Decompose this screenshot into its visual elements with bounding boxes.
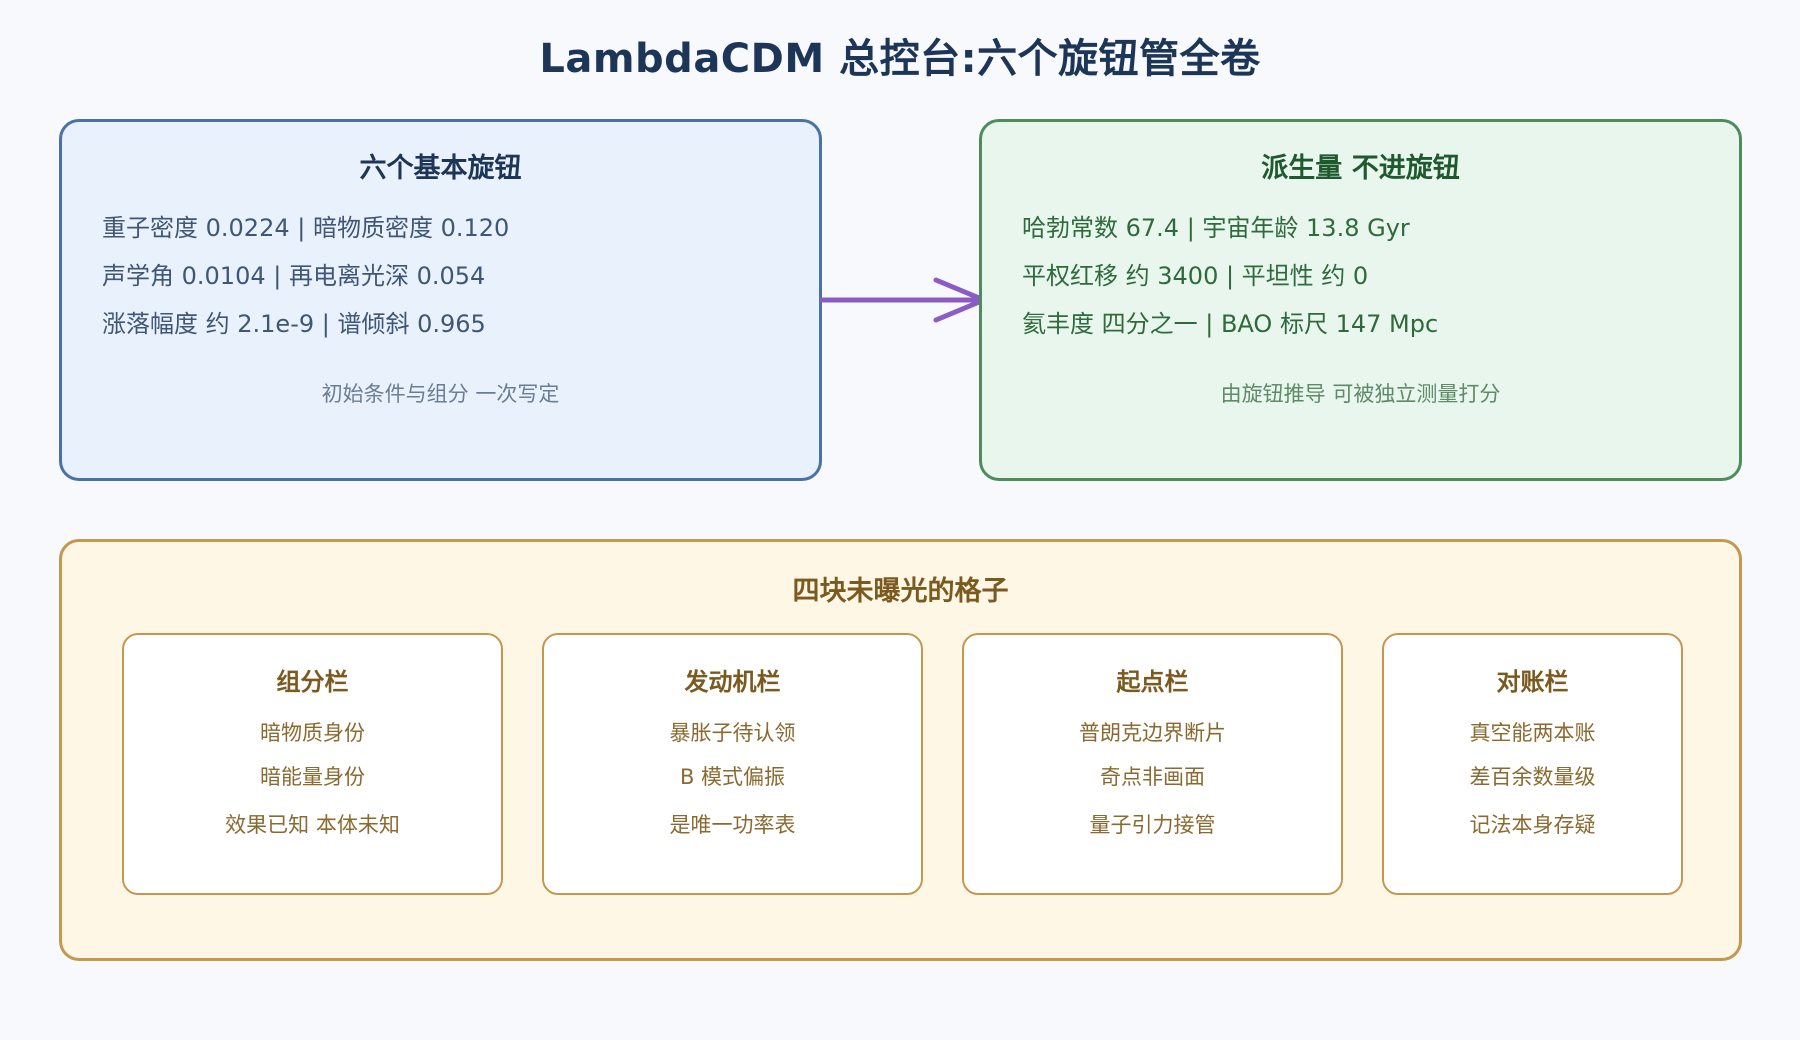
cell-lines: 真空能两本账 差百余数量级 记法本身存疑	[1384, 711, 1681, 847]
basic-knobs-panel: 六个基本旋钮 重子密度 0.0224 | 暗物质密度 0.120 声学角 0.0…	[59, 119, 822, 481]
derivation-arrow-icon	[820, 277, 987, 323]
cell-line: 暗能量身份	[260, 765, 365, 789]
cell-title: 对账栏	[1496, 668, 1569, 696]
basic-knobs-line: 涨落幅度 约 2.1e-9 | 谱倾斜 0.965	[102, 310, 486, 338]
cell-title: 组分栏	[276, 668, 349, 696]
derived-quantities-list: 哈勃常数 67.4 | 宇宙年龄 13.8 Gyr 平权红移 约 3400 | …	[1022, 204, 1438, 348]
basic-knobs-list: 重子密度 0.0224 | 暗物质密度 0.120 声学角 0.0104 | 再…	[102, 204, 509, 348]
cell-lines: 暴胀子待认领 B 模式偏振 是唯一功率表	[544, 711, 921, 847]
cell-title: 发动机栏	[684, 668, 781, 696]
basic-knobs-title: 六个基本旋钮	[359, 153, 522, 184]
derived-quantities-line: 氦丰度 四分之一 | BAO 标尺 147 Mpc	[1022, 310, 1439, 338]
cell-line: 效果已知 本体未知	[225, 813, 400, 837]
derived-quantities-note: 由旋钮推导 可被独立测量打分	[1220, 382, 1501, 406]
derived-quantities-panel: 派生量 不进旋钮 哈勃常数 67.4 | 宇宙年龄 13.8 Gyr 平权红移 …	[979, 119, 1742, 481]
diagram-title: LambdaCDM 总控台:六个旋钮管全卷	[539, 36, 1261, 82]
basic-knobs-line: 重子密度 0.0224 | 暗物质密度 0.120	[102, 214, 510, 242]
basic-knobs-note: 初始条件与组分 一次写定	[321, 382, 560, 406]
cell-line: 量子引力接管	[1089, 813, 1216, 837]
engine-cell: 发动机栏 暴胀子待认领 B 模式偏振 是唯一功率表	[542, 633, 923, 895]
cell-line: 差百余数量级	[1469, 765, 1596, 789]
derived-quantities-title: 派生量 不进旋钮	[1261, 153, 1460, 184]
derived-quantities-line: 哈勃常数 67.4 | 宇宙年龄 13.8 Gyr	[1022, 214, 1410, 242]
cell-line: 暴胀子待认领	[669, 721, 796, 745]
cell-line: 真空能两本账	[1469, 721, 1596, 745]
reconciliation-cell: 对账栏 真空能两本账 差百余数量级 记法本身存疑	[1382, 633, 1683, 895]
basic-knobs-line: 声学角 0.0104 | 再电离光深 0.054	[102, 262, 486, 290]
composition-cell: 组分栏 暗物质身份 暗能量身份 效果已知 本体未知	[122, 633, 503, 895]
cell-line: 记法本身存疑	[1469, 813, 1596, 837]
origin-cell: 起点栏 普朗克边界断片 奇点非画面 量子引力接管	[962, 633, 1343, 895]
unexposed-cells-title: 四块未曝光的格子	[792, 576, 1009, 607]
cell-line: 是唯一功率表	[669, 813, 796, 837]
derived-quantities-line: 平权红移 约 3400 | 平坦性 约 0	[1022, 262, 1369, 290]
cell-line: 普朗克边界断片	[1079, 721, 1226, 745]
cell-lines: 普朗克边界断片 奇点非画面 量子引力接管	[964, 711, 1341, 847]
unexposed-cells-panel: 四块未曝光的格子 组分栏 暗物质身份 暗能量身份 效果已知 本体未知 发动机栏 …	[59, 539, 1742, 961]
cell-line: B 模式偏振	[679, 765, 786, 789]
cell-line: 暗物质身份	[260, 721, 365, 745]
cell-line: 奇点非画面	[1100, 765, 1205, 789]
cell-title: 起点栏	[1116, 668, 1189, 696]
cell-lines: 暗物质身份 暗能量身份 效果已知 本体未知	[124, 711, 501, 847]
